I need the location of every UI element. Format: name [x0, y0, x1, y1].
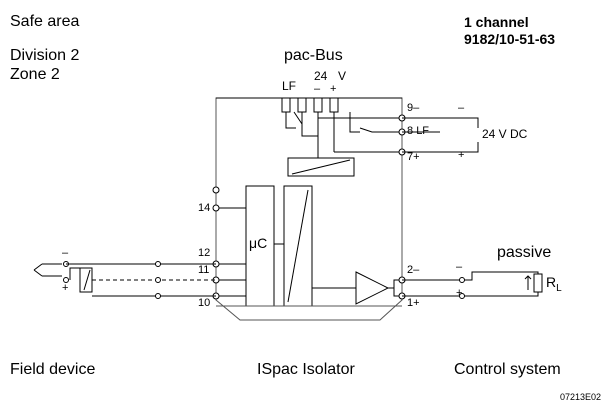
transmitter-box — [79, 267, 93, 293]
terminal-7-label: 7+ — [407, 151, 420, 163]
channel-count: 1 channel — [464, 14, 529, 30]
output-amplifier — [355, 271, 390, 305]
lf-relay-output — [349, 112, 402, 133]
isolator-label: ISpac Isolator — [257, 361, 355, 378]
output-plus-wire — [402, 292, 539, 297]
pacbus-lf-block-2 — [297, 97, 307, 113]
lf-relay-contact — [285, 111, 318, 137]
drawing-id: 07213E02 — [560, 392, 602, 402]
bus-supply-plus-line — [333, 112, 402, 153]
isolator-housing — [215, 97, 403, 321]
pacbus-voltage-unit: V — [338, 69, 347, 83]
output-terminal-1-node — [459, 277, 465, 283]
model-number: 9182/10-51-63 — [464, 31, 556, 47]
supply-voltage-label: 24 V DC — [482, 127, 528, 141]
power-isolation-block — [287, 157, 355, 177]
output-terminal-2-node — [459, 293, 465, 299]
terminal-12-label: 12 — [198, 247, 211, 259]
microcontroller-label: μC — [249, 235, 268, 251]
terminal-2-label: 2– — [407, 264, 420, 276]
output-plus-sign: + — [456, 287, 463, 299]
output-minus-wire — [402, 271, 539, 281]
field-minus-sign: – — [62, 247, 69, 259]
field-wire-node-1 — [155, 261, 161, 267]
pacbus-plus: + — [330, 83, 337, 95]
division-label: Division 2 — [10, 47, 80, 64]
supply-plus-sign: + — [458, 149, 465, 161]
power-isolation-diagonal — [291, 159, 351, 175]
pacbus-minus: – — [314, 83, 321, 95]
field-wire-node-2 — [155, 277, 161, 283]
output-minus-sign: – — [456, 261, 463, 273]
field-device-sensor — [33, 263, 62, 277]
pacbus-voltage: 24 — [314, 69, 328, 83]
pacbus-minus-block — [313, 97, 323, 113]
pacbus-lf-label: LF — [282, 79, 297, 93]
terminal-9-label: 9– — [407, 102, 420, 114]
field-plus-sign: + — [62, 282, 69, 294]
output-mode-label: passive — [497, 244, 552, 261]
amplifier-to-terminal-2 — [388, 279, 402, 289]
terminal-14-label: 14 — [198, 202, 211, 214]
field-device-node-plus — [63, 277, 69, 283]
supply-minus-wire — [402, 117, 479, 128]
pacbus-title: pac-Bus — [284, 47, 343, 64]
pacbus-lf-block-1 — [281, 97, 291, 113]
zone-label: Zone 2 — [10, 66, 60, 83]
load-arrow — [524, 275, 532, 290]
terminal-11-label: 11 — [198, 264, 210, 276]
field-wire-box-top — [69, 267, 80, 280]
terminal-8-label: 8 LF — [407, 125, 430, 137]
field-device-label: Field device — [10, 361, 96, 378]
signal-isolation-diagonal — [287, 189, 309, 303]
load-resistor — [533, 273, 543, 293]
terminal-14-circle — [212, 204, 220, 212]
safe-area-label: Safe area — [10, 13, 80, 30]
control-system-label: Control system — [454, 361, 561, 378]
terminal-10-label: 10 — [198, 297, 211, 309]
bus-supply-minus-line — [317, 112, 402, 148]
transmitter-arrow — [83, 269, 91, 291]
terminal-1-label: 1+ — [407, 297, 420, 309]
terminal-extra-circle-1 — [212, 186, 220, 194]
field-wire-node-3 — [155, 293, 161, 299]
pacbus-plus-block — [329, 97, 339, 113]
load-label: RL — [546, 274, 562, 294]
supply-minus-sign: – — [458, 102, 465, 114]
supply-plus-wire — [402, 142, 479, 153]
